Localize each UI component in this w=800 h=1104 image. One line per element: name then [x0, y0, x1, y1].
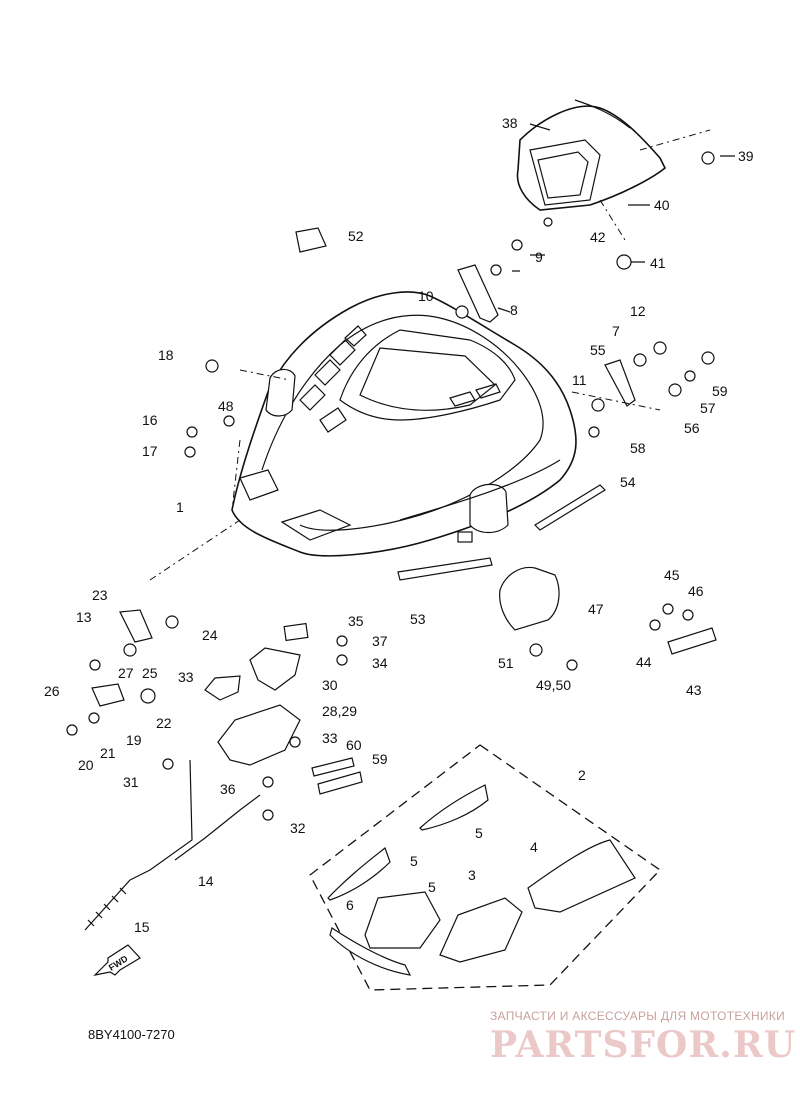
- part-label: 7: [612, 323, 620, 339]
- part-label: 14: [198, 873, 214, 889]
- fwd-arrow: FWD: [93, 944, 141, 976]
- part-label: 52: [348, 228, 364, 244]
- part-label: 36: [220, 781, 236, 797]
- part-label: 32: [290, 820, 306, 836]
- part-label: 31: [123, 774, 139, 790]
- part-label: 53: [410, 611, 426, 627]
- part-label: 26: [44, 683, 60, 699]
- part-label: 1: [176, 499, 184, 515]
- part-label: 12: [630, 303, 646, 319]
- part-label: 16: [142, 412, 158, 428]
- diagram-code: 8BY4100-7270: [88, 1027, 175, 1042]
- part-label: 43: [686, 682, 702, 698]
- part-label: 9: [535, 249, 543, 265]
- part-label: 27: [118, 665, 134, 681]
- hood-part: [231, 291, 577, 557]
- part-label: 33: [178, 669, 194, 685]
- headlight-housing-part: [516, 99, 667, 211]
- part-label: 42: [590, 229, 606, 245]
- side-panels-kit: [309, 744, 661, 991]
- part-label: 8: [510, 302, 518, 318]
- part-label: 18: [158, 347, 174, 363]
- part-label: 57: [700, 400, 716, 416]
- part-label: 33: [322, 730, 338, 746]
- part-label: 20: [78, 757, 94, 773]
- leader-lines: [149, 123, 735, 581]
- part-label: 37: [372, 633, 388, 649]
- part-label: 13: [76, 609, 92, 625]
- part-label: 5: [410, 853, 418, 869]
- part-label: 49,50: [536, 677, 571, 693]
- part-label: 35: [348, 613, 364, 629]
- bracket-parts: [91, 227, 717, 795]
- part-label: 25: [142, 665, 158, 681]
- cable-spring-parts: [84, 759, 261, 931]
- part-label: 60: [346, 737, 362, 753]
- part-label: 30: [322, 677, 338, 693]
- part-label: 22: [156, 715, 172, 731]
- watermark-logo: PARTSFOR.RU: [490, 1024, 797, 1066]
- part-label: 2: [578, 767, 586, 783]
- part-label: 10: [418, 288, 434, 304]
- part-label: 40: [654, 197, 670, 213]
- part-label: 47: [588, 601, 604, 617]
- part-label: 4: [530, 839, 538, 855]
- watermark-caption: ЗАПЧАСТИ И АКСЕССУАРЫ ДЛЯ МОТОТЕХНИКИ: [490, 1009, 786, 1023]
- part-label: 56: [684, 420, 700, 436]
- part-label: 34: [372, 655, 388, 671]
- part-labels: 1 2 3 4 5 5 5 5 6 7 8 9 10 11 12 13 14 1…: [44, 115, 754, 935]
- part-label: 59: [712, 383, 728, 399]
- part-label: 5: [475, 825, 483, 841]
- part-label: 5: [428, 879, 436, 895]
- part-label: 39: [738, 148, 754, 164]
- part-label: 45: [664, 567, 680, 583]
- part-label: 3: [468, 867, 476, 883]
- part-label: 59: [372, 751, 388, 767]
- part-label: 58: [630, 440, 646, 456]
- part-label: 21: [100, 745, 116, 761]
- part-label: 55: [590, 342, 606, 358]
- part-label: 44: [636, 654, 652, 670]
- part-label: 24: [202, 627, 218, 643]
- part-label: 38: [502, 115, 518, 131]
- part-label: 17: [142, 443, 158, 459]
- part-label: 54: [620, 474, 636, 490]
- hardware-parts: [66, 151, 715, 821]
- part-label: 51: [498, 655, 514, 671]
- part-label: 48: [218, 398, 234, 414]
- part-label: 41: [650, 255, 666, 271]
- part-label: 28,29: [322, 703, 357, 719]
- part-label: 6: [346, 897, 354, 913]
- part-label: 15: [134, 919, 150, 935]
- part-label: 19: [126, 732, 142, 748]
- part-label: 23: [92, 587, 108, 603]
- part-label: 46: [688, 583, 704, 599]
- part-label: 11: [572, 372, 587, 388]
